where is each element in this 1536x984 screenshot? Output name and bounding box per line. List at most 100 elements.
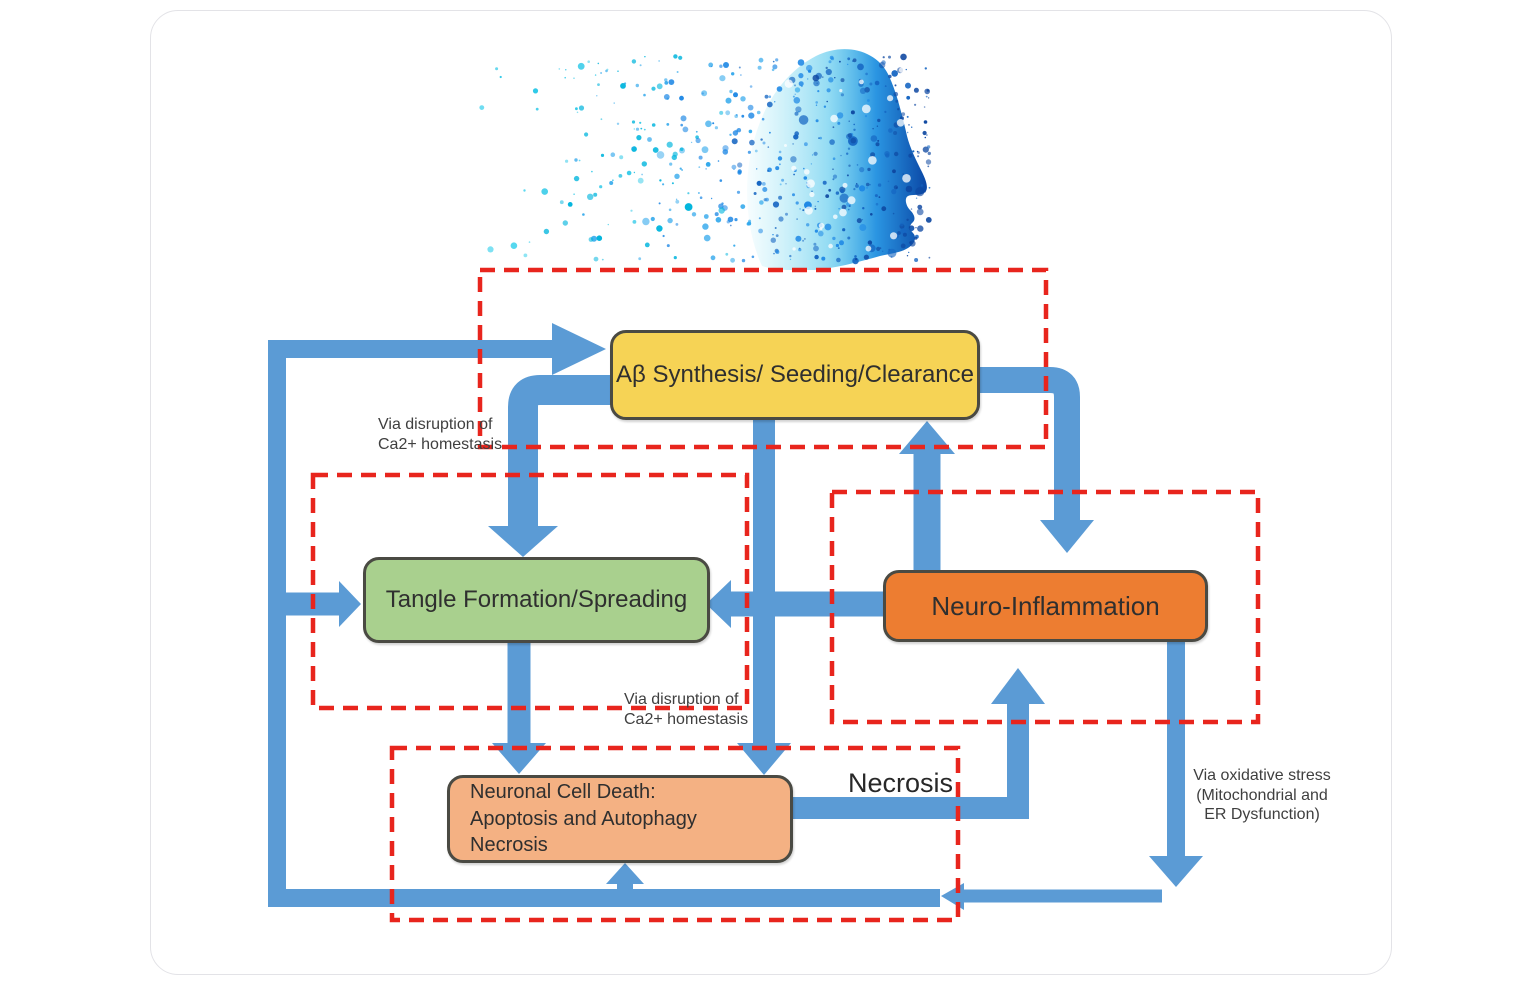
particle-dot	[687, 192, 690, 195]
particle-dot	[862, 207, 865, 210]
particle-dot	[908, 124, 910, 126]
particle-dot	[613, 102, 615, 104]
particle-dot	[666, 141, 673, 148]
particle-dot	[895, 99, 899, 103]
death-box-line-1: Neuronal Cell Death:	[470, 781, 656, 804]
particle-dot	[736, 190, 741, 194]
face-hole-dot	[806, 179, 815, 188]
particle-dot	[847, 133, 853, 138]
particle-dot	[668, 208, 672, 212]
particle-dot	[926, 145, 931, 149]
particle-dot	[865, 182, 870, 187]
particle-dot	[675, 199, 680, 204]
particle-dot	[839, 60, 841, 63]
particle-dot	[793, 97, 801, 104]
particle-dot	[922, 130, 927, 136]
particle-dot	[721, 202, 724, 205]
particle-dot	[881, 60, 886, 65]
particle-dot	[815, 101, 818, 104]
particle-dot	[839, 193, 849, 203]
particle-dot	[577, 62, 585, 70]
particle-dot	[909, 226, 914, 232]
particle-dot	[564, 76, 566, 79]
particle-dot	[826, 100, 828, 103]
particle-dot	[731, 72, 735, 76]
particle-dot	[825, 194, 830, 199]
particle-dot	[764, 94, 769, 99]
particle-dot	[884, 85, 887, 87]
particle-dot	[777, 156, 783, 161]
particle-dot	[924, 136, 927, 139]
particle-dot	[811, 190, 813, 193]
particle-dot	[825, 68, 832, 76]
particle-dot	[916, 208, 924, 216]
particle-dot	[834, 77, 836, 79]
particle-dot	[835, 243, 839, 248]
particle-dot	[878, 196, 881, 199]
particle-dot	[869, 184, 871, 186]
particle-dot	[927, 97, 930, 99]
particle-dot	[842, 228, 846, 232]
particle-dot	[796, 218, 798, 220]
particle-dot	[732, 130, 739, 136]
particle-dot	[779, 183, 782, 186]
particle-dot	[832, 178, 835, 181]
particle-dot	[813, 242, 817, 246]
face-hole-dot	[833, 214, 838, 220]
particle-dot	[705, 162, 711, 167]
face-hole-dot	[847, 196, 856, 205]
particle-dot	[910, 208, 913, 210]
particle-dot	[818, 230, 824, 237]
red-dashed-groups	[310, 267, 1261, 923]
particle-dot	[817, 200, 819, 203]
particle-dot	[523, 189, 526, 192]
particle-dot	[705, 168, 707, 170]
particle-dot	[523, 253, 528, 258]
particle-dot	[729, 224, 732, 227]
particle-dot	[650, 216, 655, 222]
particle-dot	[778, 195, 783, 200]
ca-lower-line-2: Ca2+ homestasis	[624, 710, 749, 728]
particle-dot	[867, 240, 873, 245]
oxidative-line-2: (Mitochondrial and	[1196, 786, 1328, 804]
particle-dot	[754, 149, 758, 153]
particle-dot	[897, 108, 900, 111]
particle-dot	[695, 130, 698, 133]
particle-dot	[837, 247, 840, 250]
particle-dot	[846, 152, 849, 155]
particle-dot	[771, 68, 775, 72]
particle-dot	[813, 245, 819, 252]
particle-dot	[671, 182, 674, 185]
particle-dot	[814, 254, 819, 260]
particle-dot	[702, 223, 709, 230]
particle-dot	[905, 185, 913, 193]
particle-dot	[803, 167, 805, 170]
face-hole-dot	[902, 174, 911, 183]
particle-dot	[775, 234, 779, 238]
particle-dot	[856, 164, 859, 166]
particle-dot	[901, 112, 906, 116]
particle-dot	[759, 200, 764, 205]
particle-dot	[815, 104, 818, 106]
face-hole-dot	[818, 222, 825, 229]
particle-dot	[840, 154, 842, 157]
particle-dot	[798, 110, 800, 113]
particle-dot	[925, 217, 932, 223]
particle-dot	[643, 93, 646, 97]
particle-dot	[729, 89, 733, 94]
face-hole-dot	[859, 79, 864, 85]
particle-dot	[669, 162, 673, 166]
particle-dot	[710, 197, 713, 200]
particle-dot	[814, 205, 816, 207]
particle-dot	[633, 171, 636, 174]
particle-dot	[642, 217, 650, 226]
particle-dot	[802, 209, 805, 212]
particle-dot	[600, 153, 605, 157]
particle-dot	[640, 127, 643, 130]
particle-dot	[756, 168, 758, 170]
particle-dot	[714, 212, 719, 217]
particle-dot	[697, 192, 700, 194]
particle-dot	[737, 170, 742, 175]
particle-dot	[832, 236, 836, 241]
particle-dot	[658, 60, 660, 62]
